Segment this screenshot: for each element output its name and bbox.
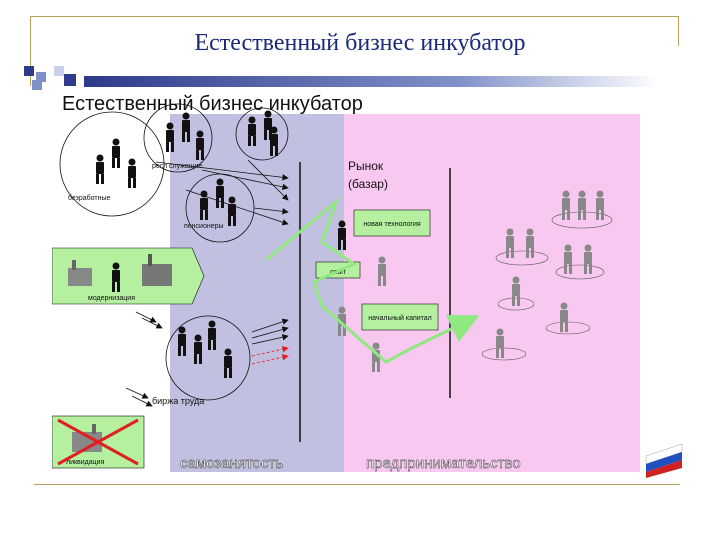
arrow-8: [251, 318, 289, 333]
entrepreneurship-label: предпринимательство: [366, 455, 521, 472]
pensioners-label: пенсионеры: [184, 223, 224, 230]
slide-title: Естественный бизнес инкубатор: [194, 30, 526, 56]
modernization-label: модернизация: [88, 295, 135, 302]
modernization-box: модернизация: [52, 247, 205, 305]
arrow-6: [135, 311, 157, 323]
frame-right-line: [678, 16, 679, 46]
liquidation-label: ликвидация: [66, 459, 105, 466]
arrow-12: [131, 395, 153, 407]
frame-bottom-line: [34, 484, 680, 485]
self-employment-zone: [170, 114, 344, 472]
market-zone: [344, 114, 640, 472]
self-employment-label: самозанятость: [180, 455, 283, 472]
frame-left-line: [30, 16, 31, 86]
employees-label: респ служащие: [152, 163, 202, 170]
arrow-11: [125, 387, 149, 399]
market-people: [481, 190, 613, 361]
arrow-7: [141, 317, 163, 329]
liquidation-box: ликвидация: [52, 415, 145, 469]
market-label: Рынок: [348, 159, 384, 173]
arrow-red-1: [251, 346, 289, 357]
frame-top-line: [30, 16, 678, 17]
arrow-10: [251, 334, 289, 345]
employees-group: респ служащие: [143, 103, 213, 173]
arrow-2: [201, 169, 289, 190]
diagram-heading: Естественный бизнес инкубатор: [62, 93, 363, 115]
capital-label: начальный капитал: [368, 314, 432, 322]
labor-exchange-label: биржа труда: [152, 396, 204, 406]
decorative-gradient-bar: [84, 76, 658, 87]
market-sublabel: (базар): [348, 177, 388, 191]
capital-box: начальный капитал: [361, 303, 439, 331]
new-tech-label: новая технология: [363, 221, 421, 228]
unemployed-group: безработные: [59, 111, 165, 217]
arrow-9: [251, 326, 289, 339]
arrow-4: [253, 207, 289, 215]
arrow-3: [247, 159, 289, 201]
workers-group: [165, 315, 251, 401]
decorative-squares: [24, 66, 76, 90]
growth-path-arrow: [265, 197, 480, 364]
flag-icon: [645, 443, 683, 478]
arrow-5: [185, 189, 289, 226]
new-tech-box: новая технология: [353, 209, 431, 237]
arrow-red-2: [251, 354, 289, 365]
incubator-diagram: Естественный бизнес инкубатор Рынок (баз…: [52, 93, 683, 478]
employees-group-2: [235, 107, 289, 161]
arrow-1: [155, 161, 289, 181]
unemployed-label: безработные: [68, 194, 111, 202]
